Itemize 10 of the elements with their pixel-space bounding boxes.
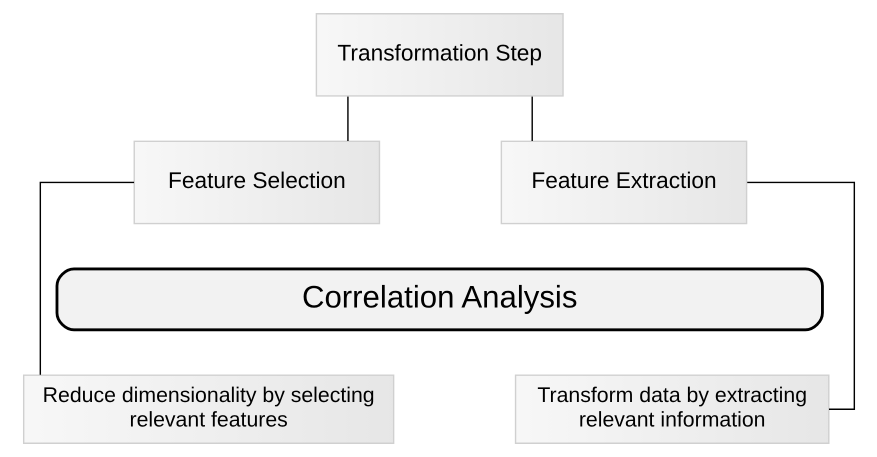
connector bbox=[39, 182, 134, 375]
connector bbox=[746, 182, 855, 410]
node-box: Feature Extraction bbox=[500, 140, 747, 224]
node-box: Transform data by extracting relevant information bbox=[514, 374, 830, 444]
connector bbox=[531, 96, 532, 141]
node-box: Transformation Step bbox=[315, 13, 564, 97]
node-box: Reduce dimensionality by selecting relevant features bbox=[22, 374, 394, 444]
connector bbox=[346, 96, 348, 141]
node-box: Correlation Analysis bbox=[55, 267, 824, 332]
node-box: Feature Selection bbox=[133, 140, 380, 224]
